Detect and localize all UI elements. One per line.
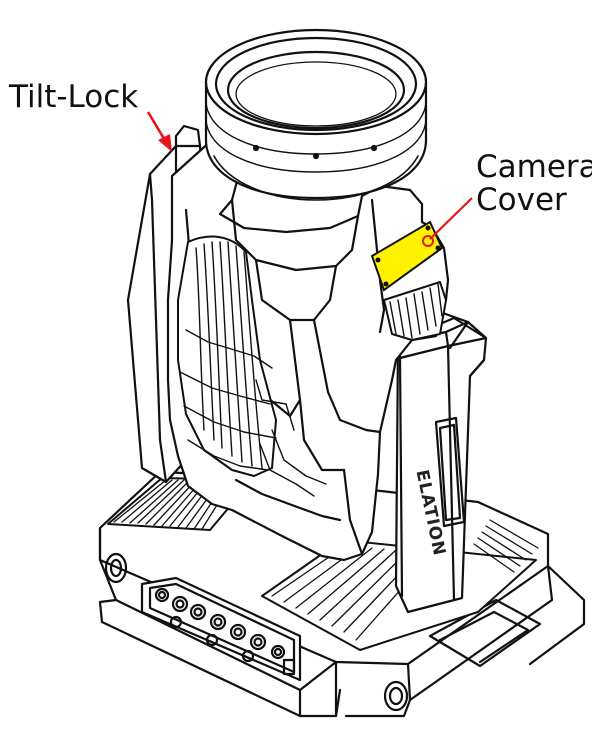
head-fins-right <box>383 281 447 341</box>
camera-cover-leader <box>422 197 473 247</box>
connector-panel <box>140 576 302 682</box>
brand-panel <box>434 416 466 528</box>
camera-cover-label-line2: Cover <box>476 182 567 218</box>
camera-cover <box>370 220 444 292</box>
camera-cover-label-line1: Camera <box>476 149 592 185</box>
tilt-lock-label: Tilt-Lock <box>9 79 139 115</box>
yoke-arm-right <box>394 310 488 614</box>
front-lens <box>204 28 428 201</box>
tilt-lock-arrow <box>146 111 172 152</box>
head-fins-left <box>177 235 327 497</box>
